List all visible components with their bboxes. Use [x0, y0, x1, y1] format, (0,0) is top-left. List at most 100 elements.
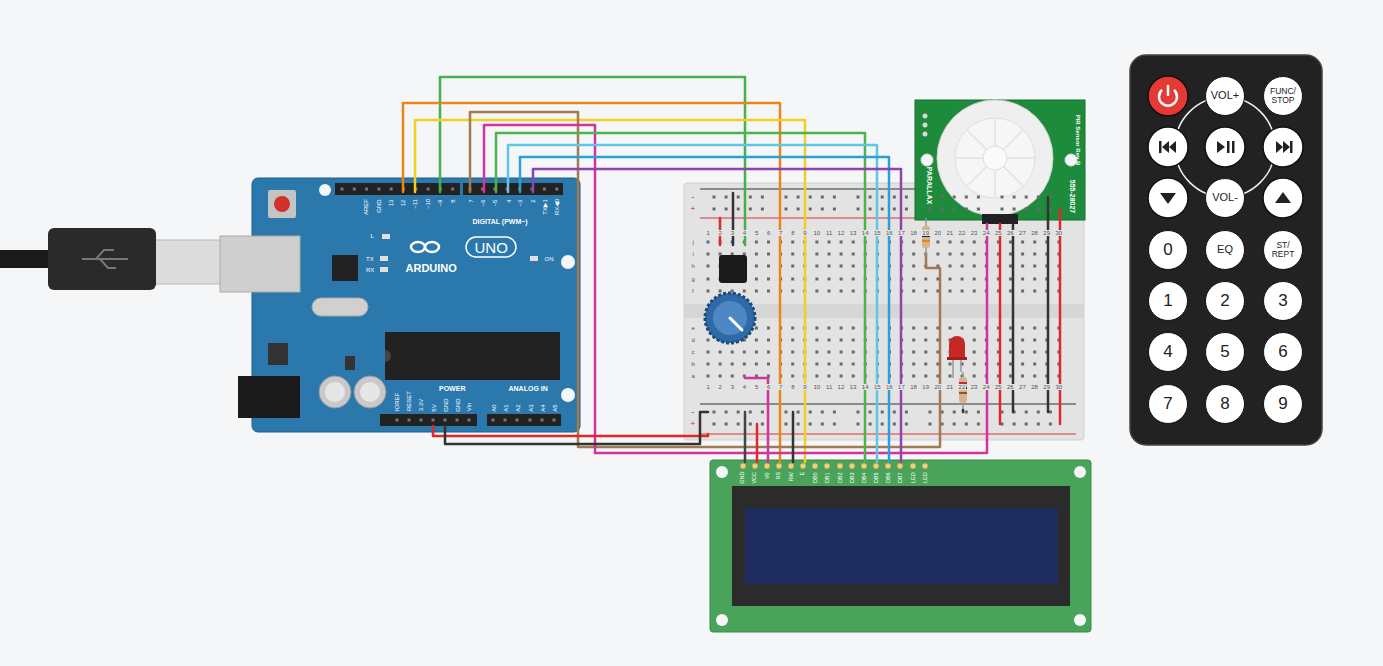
breadboard-hole: [1021, 265, 1024, 268]
row-number: c: [691, 349, 696, 355]
capacitor: [360, 382, 380, 402]
breadboard-hole: [828, 363, 831, 366]
rail-hole: [749, 196, 752, 199]
resistor-band: [959, 392, 967, 394]
header-pin: [555, 188, 558, 191]
led: [380, 267, 388, 272]
breadboard-hole: [949, 290, 952, 293]
part-label: PIR Sensor Rev B: [1075, 115, 1081, 166]
rail-hole: [977, 196, 980, 199]
crystal: [312, 298, 368, 316]
pin-label: RX◀0: [554, 199, 560, 215]
breadboard-hole: [815, 265, 818, 268]
rail-hole: [893, 196, 896, 199]
breadboard-hole: [791, 327, 794, 330]
lcd-pcb: [710, 460, 1091, 632]
pin-label: A0: [490, 404, 496, 411]
wire: [470, 112, 940, 447]
pir-dome: [937, 100, 1053, 216]
row-number: 29: [1042, 230, 1051, 236]
rail-hole: [737, 208, 740, 211]
header-pin: [541, 419, 544, 422]
rail-hole: [737, 196, 740, 199]
rail-hole: [725, 411, 728, 414]
header-pin: [504, 419, 507, 422]
rail-hole: [761, 411, 764, 414]
row-number: 30: [1054, 230, 1063, 236]
remote-button: FUNC/ STOP: [1263, 76, 1303, 116]
rail-hole: [821, 208, 824, 211]
pin-label: ON: [545, 256, 554, 262]
button-label: VOL-: [1208, 192, 1242, 204]
row-number: 13: [849, 230, 858, 236]
wires: [403, 77, 1060, 462]
next-icon: [1290, 141, 1293, 153]
row-number: 1: [706, 384, 711, 390]
breadboard-hole: [719, 375, 722, 378]
pir-lens: [955, 118, 1035, 198]
button-label: 3: [1266, 292, 1300, 310]
breadboard-hole: [815, 375, 818, 378]
breadboard-hole: [767, 265, 770, 268]
rail-hole: [893, 411, 896, 414]
breadboard-hole: [852, 290, 855, 293]
header-pin: [553, 419, 556, 422]
mount-hole: [561, 255, 575, 269]
rail-hole: [785, 196, 788, 199]
capacitor: [354, 376, 386, 408]
rail-hole: [1025, 411, 1028, 414]
row-number: 12: [837, 384, 846, 390]
breadboard-hole: [912, 327, 915, 330]
prev-icon: [1159, 141, 1162, 153]
rail-hole: [761, 196, 764, 199]
lcd-display: GNDVCCV0RSRWEDB0DB1DB2DB3DB4DB5DB6DB7LED…: [710, 460, 1091, 632]
breadboard-hole: [973, 363, 976, 366]
pad: [923, 132, 928, 137]
breadboard-hole: [815, 278, 818, 281]
header-pin: [516, 419, 519, 422]
usb-symbol: [82, 250, 128, 268]
breadboard-hole: [924, 339, 927, 342]
led: [530, 256, 538, 261]
breadboard-hole: [707, 265, 710, 268]
rail-hole: [977, 423, 980, 426]
rail-hole: [797, 423, 800, 426]
pir-board: [915, 100, 1085, 220]
pin-label: A5: [551, 404, 557, 411]
header-pin: [451, 188, 454, 191]
pin-label: RESET: [406, 391, 412, 411]
breadboard-hole: [707, 363, 710, 366]
header-pin: [444, 419, 447, 422]
lcd-pin-pad: [788, 463, 794, 469]
rail-hole: [953, 208, 956, 211]
breadboard-hole: [1033, 339, 1036, 342]
breadboard-hole: [1021, 253, 1024, 256]
breadboard-hole: [1021, 339, 1024, 342]
rail-hole: [869, 196, 872, 199]
pad: [923, 123, 928, 128]
breadboard-hole: [961, 253, 964, 256]
wire: [484, 125, 987, 453]
rail-hole: [833, 411, 836, 414]
breadboard-hole: [852, 363, 855, 366]
breadboard-hole: [949, 327, 952, 330]
row-number: 22: [958, 384, 967, 390]
header-pin: [396, 419, 399, 422]
pin-label: DB1: [824, 472, 830, 483]
pin-label: LED: [910, 472, 916, 483]
pin-label: V0: [764, 472, 770, 479]
rail-hole: [713, 411, 716, 414]
rail-hole: [749, 208, 752, 211]
breadboard-hole: [791, 265, 794, 268]
rail-hole: [809, 196, 812, 199]
breadboard-hole: [1033, 265, 1036, 268]
button-label: 1: [1151, 292, 1185, 310]
breadboard-hole: [852, 278, 855, 281]
breadboard-hole: [767, 363, 770, 366]
mount-hole: [319, 184, 331, 196]
breadboard-hole: [755, 290, 758, 293]
power-jack: [238, 376, 300, 418]
rail-hole: [821, 196, 824, 199]
rail-hole: [737, 411, 740, 414]
